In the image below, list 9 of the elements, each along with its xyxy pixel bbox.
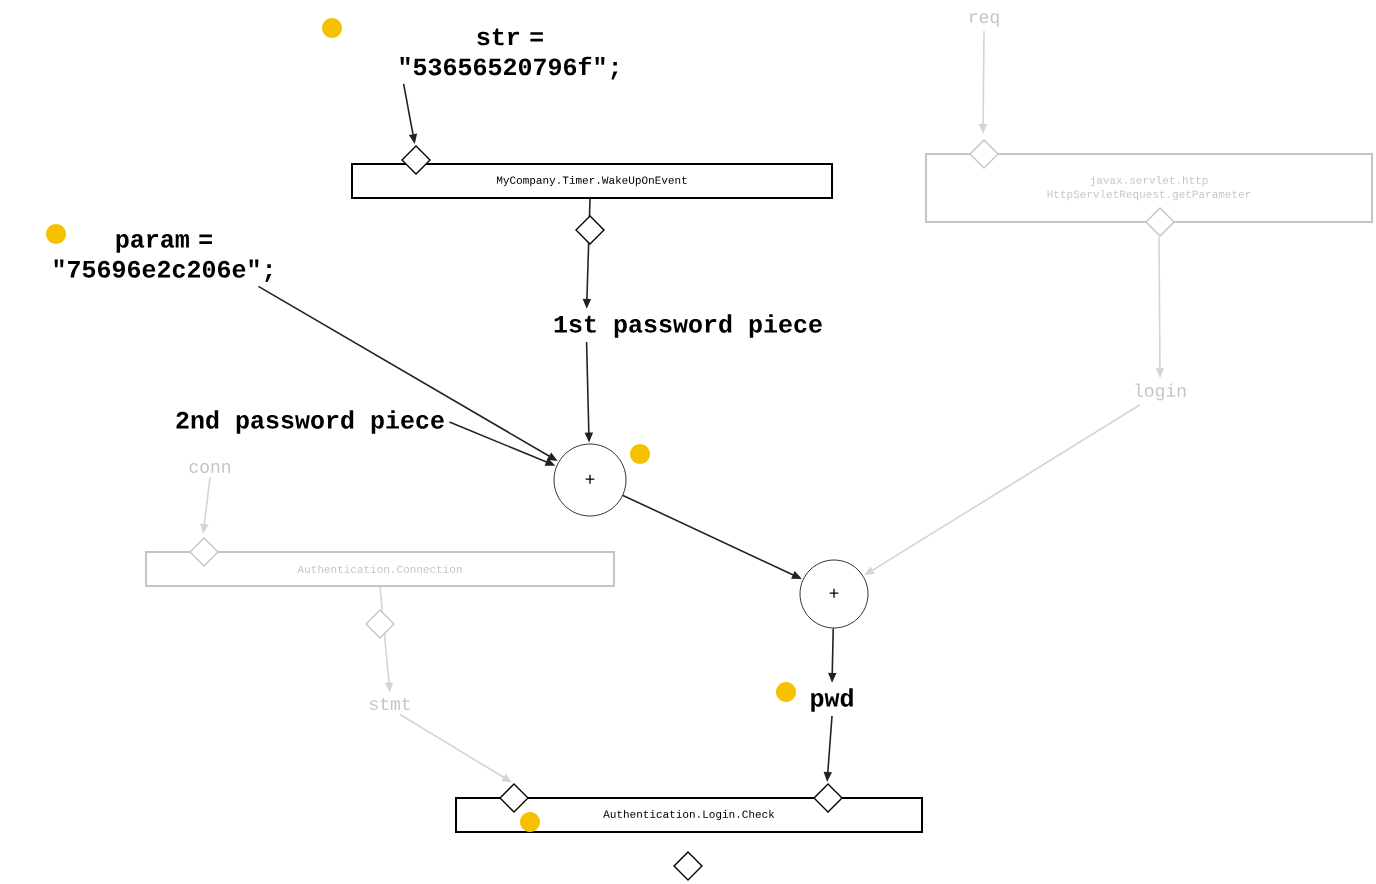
variable-label: pwd bbox=[811, 688, 853, 712]
variable-label: login bbox=[1135, 383, 1186, 401]
variable-label: 2nd password piece bbox=[176, 410, 444, 434]
variable-label: req bbox=[969, 13, 999, 27]
variable-label: param = "75696e2c206e"; bbox=[54, 234, 272, 282]
variable-label: stmt bbox=[369, 697, 410, 711]
variable-label: 1st password piece bbox=[554, 314, 822, 338]
variable-label: conn bbox=[189, 463, 230, 473]
variable-label: str = "53656520796f"; bbox=[400, 28, 618, 80]
